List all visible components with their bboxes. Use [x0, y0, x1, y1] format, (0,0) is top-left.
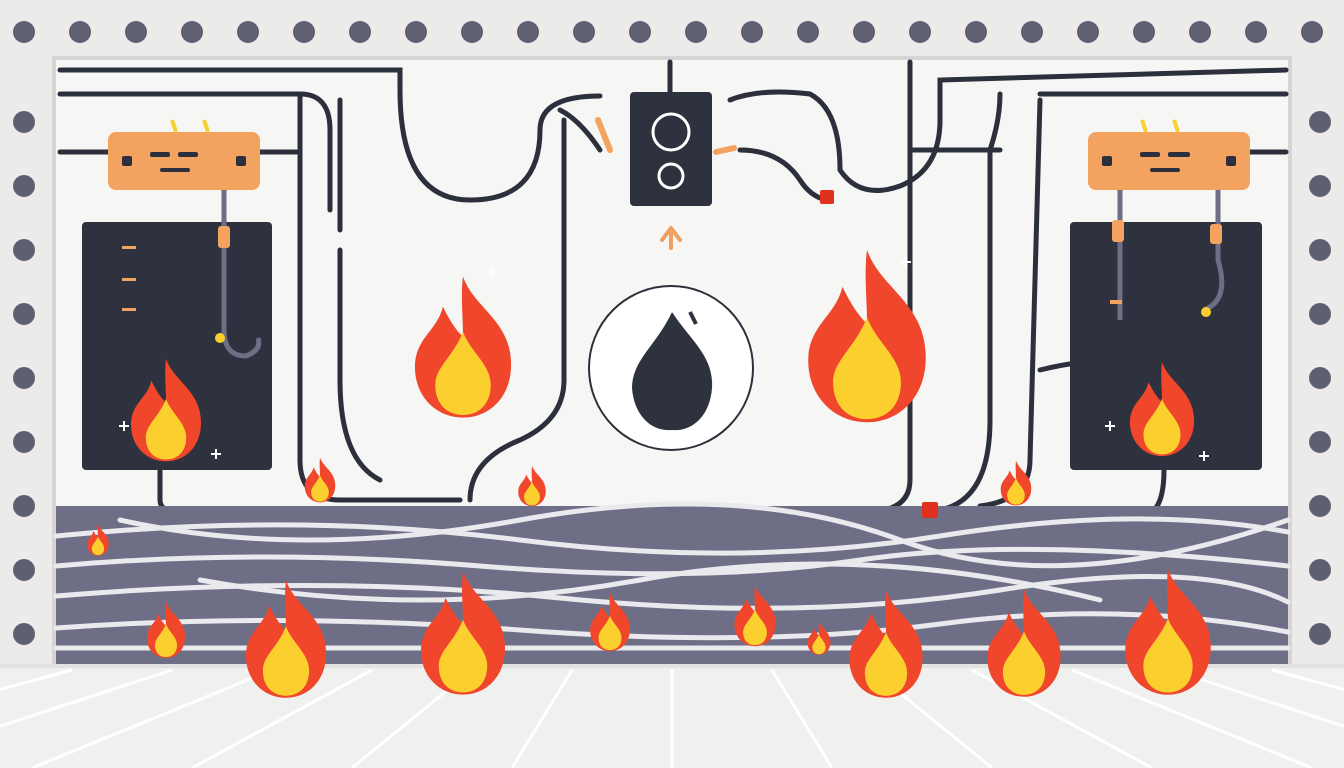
rivet: [1133, 21, 1155, 43]
rivet: [1309, 303, 1331, 325]
rivet: [125, 21, 147, 43]
cable-tray: [53, 501, 1291, 666]
red-connectors: [820, 190, 938, 518]
rivet: [13, 303, 35, 325]
rivet: [629, 21, 651, 43]
rivet: [13, 239, 35, 261]
junction-box-left: [108, 119, 260, 190]
rivet: [1309, 559, 1331, 581]
rivet: [349, 21, 371, 43]
rivet: [181, 21, 203, 43]
rivet: [13, 367, 35, 389]
rivet: [69, 21, 91, 43]
rivet: [237, 21, 259, 43]
rivet: [1245, 21, 1267, 43]
rivet: [13, 21, 35, 43]
flames: [87, 249, 1211, 698]
rivet: [13, 111, 35, 133]
rivet: [1077, 21, 1099, 43]
rivet: [741, 21, 763, 43]
flame-warning-badge-icon: [588, 285, 754, 451]
spark-icon: [901, 257, 911, 267]
rivet: [685, 21, 707, 43]
spark-icon: [487, 267, 497, 277]
rivet: [573, 21, 595, 43]
junction-box-right: [1088, 119, 1250, 190]
rivet: [1309, 495, 1331, 517]
rivet: [13, 559, 35, 581]
wall-outlet: [595, 92, 737, 206]
arrow-up-icon: [660, 226, 682, 250]
rivet: [853, 21, 875, 43]
rivet: [1309, 111, 1331, 133]
rivet: [13, 623, 35, 645]
rivet: [1309, 367, 1331, 389]
rivet: [293, 21, 315, 43]
rivet: [13, 495, 35, 517]
rivet: [1021, 21, 1043, 43]
spark-icon: [119, 421, 129, 431]
rivet: [1309, 623, 1331, 645]
rivet: [461, 21, 483, 43]
rivet: [965, 21, 987, 43]
rivet: [1309, 431, 1331, 453]
rivet: [1309, 175, 1331, 197]
rivet: [13, 431, 35, 453]
spark-icon: [211, 449, 221, 459]
rivet: [1301, 21, 1323, 43]
rivet: [1189, 21, 1211, 43]
spark-icon: [1105, 421, 1115, 431]
rivet: [797, 21, 819, 43]
rivet: [1309, 239, 1331, 261]
rivet: [405, 21, 427, 43]
spark-icon: [1199, 451, 1209, 461]
rivet: [517, 21, 539, 43]
electrical-panel-left: [82, 190, 272, 470]
rivet: [13, 175, 35, 197]
rivet: [909, 21, 931, 43]
electrical-panel-right: [1070, 190, 1262, 470]
